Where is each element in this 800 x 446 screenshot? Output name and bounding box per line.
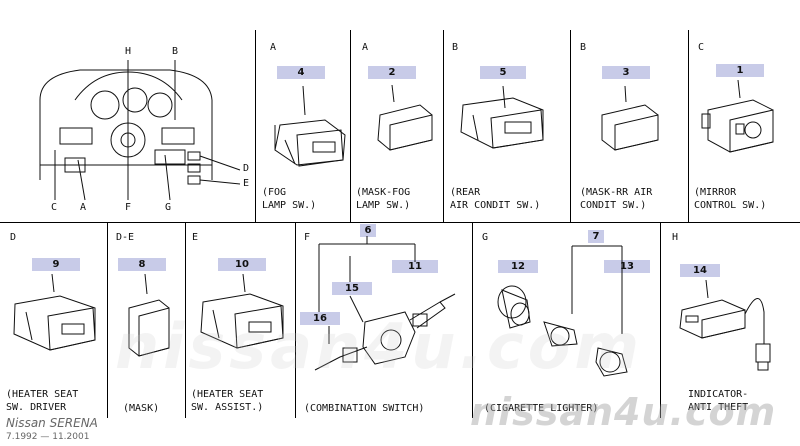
divider-v9 — [472, 222, 473, 418]
divider-v4 — [570, 30, 571, 222]
fog-lamp-switch-drawing — [274, 85, 346, 167]
cell-letter-b-rear: B — [452, 42, 459, 53]
cell-letter-e-heater-assist: E — [192, 232, 199, 243]
cell-letter-a-mask: A — [362, 42, 369, 53]
ref-badge-6: 6 — [360, 224, 376, 237]
rear-air-condit-switch-drawing — [460, 85, 544, 149]
ref-badge-1: 1 — [716, 64, 764, 77]
caption-mirror-control-switch: (MIRROR CONTROL SW.) — [694, 187, 767, 211]
caption-mask-de: (MASK) — [123, 403, 160, 414]
cell-letter-a-fog: A — [270, 42, 277, 53]
mask-de-drawing — [128, 273, 170, 357]
mask-fog-lamp-drawing — [377, 84, 433, 151]
caption-fog-lamp-switch: (FOG LAMP SW.) — [262, 187, 317, 211]
combination-switch-drawing — [314, 236, 456, 371]
ref-badge-9: 9 — [32, 258, 80, 271]
divider-v7 — [185, 222, 186, 418]
cigarette-lighter-drawing — [497, 245, 628, 377]
heater-seat-assist-drawing — [200, 273, 284, 349]
mask-rr-air-condit-drawing — [601, 85, 659, 151]
cell-letter-h-anti-theft: H — [672, 232, 679, 243]
heater-seat-driver-drawing — [13, 273, 96, 351]
caption-mask-fog-lamp: (MASK-FOG LAMP SW.) — [356, 187, 411, 211]
caption-cigarette-lighter: (CIGARETTE LIGHTER) — [484, 403, 599, 414]
ref-badge-10: 10 — [218, 258, 266, 271]
caption-combination-switch: (COMBINATION SWITCH) — [304, 403, 425, 414]
site-watermark: nissan4u.com — [470, 390, 777, 434]
caption-heater-seat-driver: (HEATER SEAT SW. DRIVER — [6, 389, 79, 413]
caption-anti-theft-indicator: INDICATOR- ANTI THEFT — [688, 389, 749, 413]
cell-letter-d-heater-driver: D — [10, 232, 17, 243]
dash-label-c: C — [51, 202, 58, 213]
ref-badge-8: 8 — [118, 258, 166, 271]
production-dates: 7.1992 — 11.2001 — [6, 432, 90, 442]
dash-label-h: H — [125, 46, 132, 57]
cell-letter-f-combination: F — [304, 232, 311, 243]
cell-letter-c-mirror: C — [698, 42, 705, 53]
cell-letter-g-cigarette: G — [482, 232, 489, 243]
mirror-control-switch-drawing — [701, 79, 774, 153]
ref-badge-12: 12 — [498, 260, 538, 273]
divider-v1 — [255, 30, 256, 222]
ref-badge-3: 3 — [602, 66, 650, 79]
dash-label-f: F — [125, 202, 132, 213]
divider-v3 — [443, 30, 444, 222]
caption-rear-air-condit-switch: (REAR AIR CONDIT SW.) — [450, 187, 541, 211]
dash-label-e: E — [243, 178, 250, 189]
ref-badge-16: 16 — [300, 312, 340, 325]
anti-theft-indicator-drawing — [679, 279, 771, 371]
divider-v6 — [107, 222, 108, 418]
ref-badge-7: 7 — [588, 230, 604, 243]
ref-badge-14: 14 — [680, 264, 720, 277]
ref-badge-5: 5 — [480, 66, 526, 79]
caption-mask-rr-air-condit: (MASK-RR AIR CONDIT SW.) — [580, 187, 653, 211]
ref-badge-4: 4 — [277, 66, 325, 79]
dash-label-a: A — [80, 202, 87, 213]
divider-v2 — [350, 30, 351, 222]
ref-badge-13: 13 — [604, 260, 650, 273]
divider-v10 — [660, 222, 661, 418]
top-row-divider — [0, 222, 800, 223]
vehicle-model: Nissan SERENA — [6, 416, 98, 430]
dash-label-d: D — [243, 163, 250, 174]
ref-badge-15: 15 — [332, 282, 372, 295]
caption-heater-seat-assist: (HEATER SEAT SW. ASSIST.) — [191, 389, 264, 413]
dashboard-overview-drawing — [39, 60, 241, 201]
divider-v5 — [688, 30, 689, 222]
background-watermark: nissan4u.com — [115, 310, 643, 383]
ref-badge-11: 11 — [392, 260, 438, 273]
cell-letter-de-mask: D-E — [116, 232, 135, 243]
dash-label-b: B — [172, 46, 179, 57]
divider-v8 — [295, 222, 296, 418]
cell-letter-b-mask: B — [580, 42, 587, 53]
dash-label-g: G — [165, 202, 172, 213]
ref-badge-2: 2 — [368, 66, 416, 79]
